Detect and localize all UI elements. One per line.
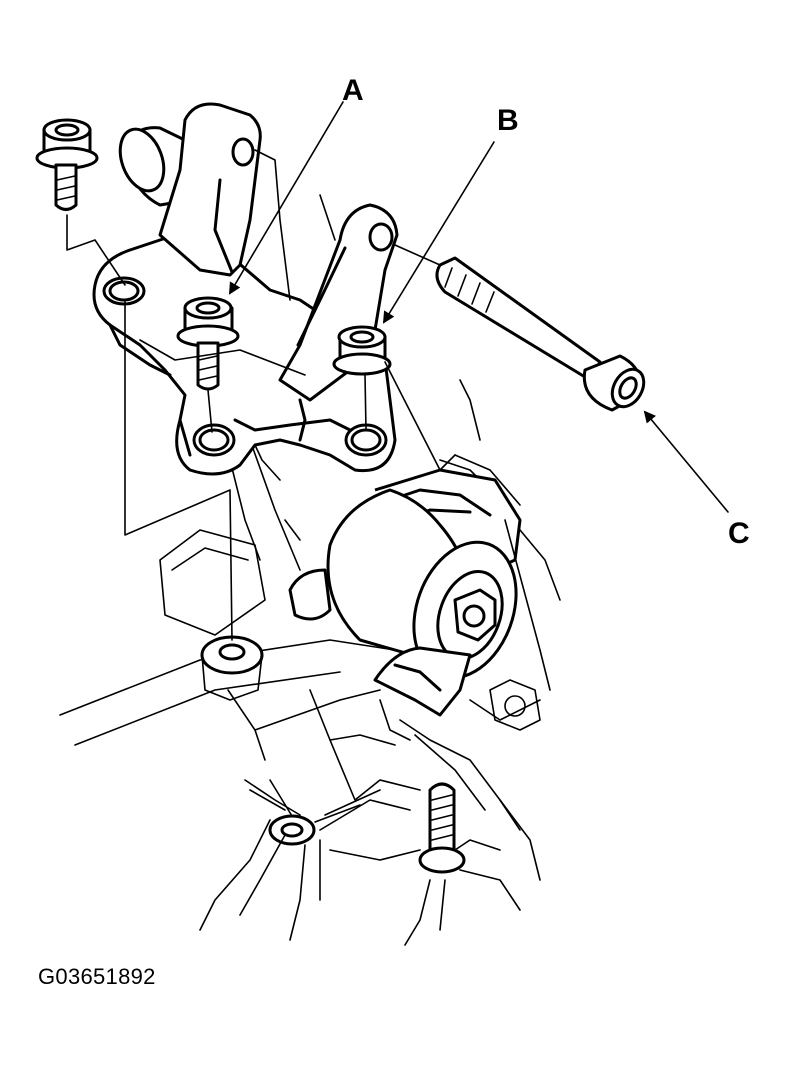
leader-b: [382, 141, 495, 324]
leader-c: [643, 410, 729, 513]
mount-bracket: [92, 102, 399, 481]
callout-label-c: C: [728, 517, 750, 550]
leader-a: [228, 101, 344, 295]
rubber-mount: [288, 468, 522, 717]
alignment-lines: [66, 149, 551, 691]
callout-leaders: [228, 101, 729, 513]
callout-label-a: A: [342, 74, 364, 107]
bolt-a: [176, 296, 240, 391]
nut-b: [332, 325, 392, 376]
figure-code: G03651892: [38, 964, 156, 989]
through-bolt-c: [435, 256, 646, 412]
callout-label-b: B: [497, 104, 519, 137]
bolt-upper-left: [35, 118, 99, 211]
